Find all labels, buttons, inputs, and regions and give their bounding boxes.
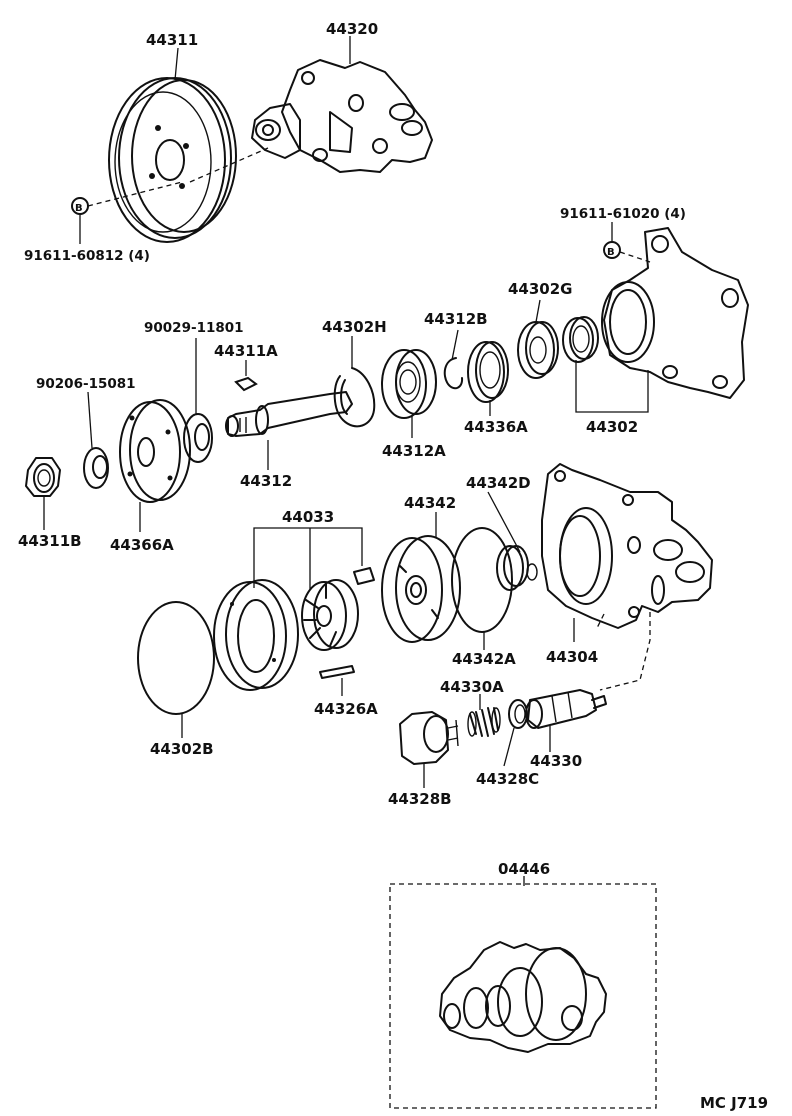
label-44366A: 44366A [110,536,174,554]
label-44311A: 44311A [214,342,278,360]
plug-44328B [399,711,459,765]
valve-44330 [525,689,607,729]
snap-ring-44312B [443,357,464,390]
label-91611-61020: 91611-61020 (4) [560,206,686,222]
rotor-44033 [301,579,359,651]
label-44328C: 44328C [476,770,539,788]
label-44326A: 44326A [314,700,378,718]
label-44311B: 44311B [18,532,82,550]
bolt-91611-60812: B [71,197,89,215]
snap-ring-44302H [333,367,376,428]
label-44312: 44312 [240,472,292,490]
pulley-44311 [108,77,237,243]
label-04446: 04446 [498,860,550,878]
label-44312B: 44312B [424,310,488,328]
label-44320: 44320 [326,20,378,38]
o-ring-44328C [508,699,528,729]
needle-bearing-44302 [562,316,599,363]
plate-44342 [381,535,461,643]
spring-44330A [467,707,501,737]
label-90029-11801: 90029-11801 [144,320,244,336]
label-44336A: 44336A [464,418,528,436]
flange-44366A [119,399,191,503]
label-44033: 44033 [282,508,334,526]
housing-44304 [541,463,713,631]
cam-ring-44033 [213,579,299,691]
vane-44033 [353,567,375,585]
key-44311A [234,376,258,392]
label-90206-15081: 90206-15081 [36,376,136,392]
svg-text:B: B [75,203,83,214]
label-44342D: 44342D [466,474,531,492]
label-44304: 44304 [546,648,598,666]
label-44330: 44330 [530,752,582,770]
bolt-91611-61020: B [603,241,621,259]
housing-44302 [601,227,749,399]
label-91611-60812: 91611-60812 (4) [24,248,150,264]
label-44302B: 44302B [150,740,214,758]
label-44312A: 44312A [382,442,446,460]
washer-90029-11801 [183,413,213,463]
ring-44336A [467,341,509,403]
bearing-44312A [381,349,437,419]
pump-assembly-44320 [251,59,433,173]
pin-44326A [319,665,355,679]
seal-44342D [496,545,538,591]
diagram-code: MC J719 [700,1094,768,1112]
svg-text:B: B [607,247,615,258]
shaft-44312 [225,391,353,437]
label-44342: 44342 [404,494,456,512]
label-44330A: 44330A [440,678,504,696]
label-44342A: 44342A [452,650,516,668]
label-44302H: 44302H [322,318,387,336]
label-44302G: 44302G [508,280,573,298]
o-ring-44302B [137,601,215,715]
label-44311: 44311 [146,31,198,49]
label-44328B: 44328B [388,790,452,808]
gasket-kit-04446 [389,883,657,1109]
seal-44302G [517,321,559,379]
o-ring-44342A [451,527,513,633]
washer-90206-15081 [83,447,109,489]
label-44302: 44302 [586,418,638,436]
nut-44311B [25,457,61,497]
